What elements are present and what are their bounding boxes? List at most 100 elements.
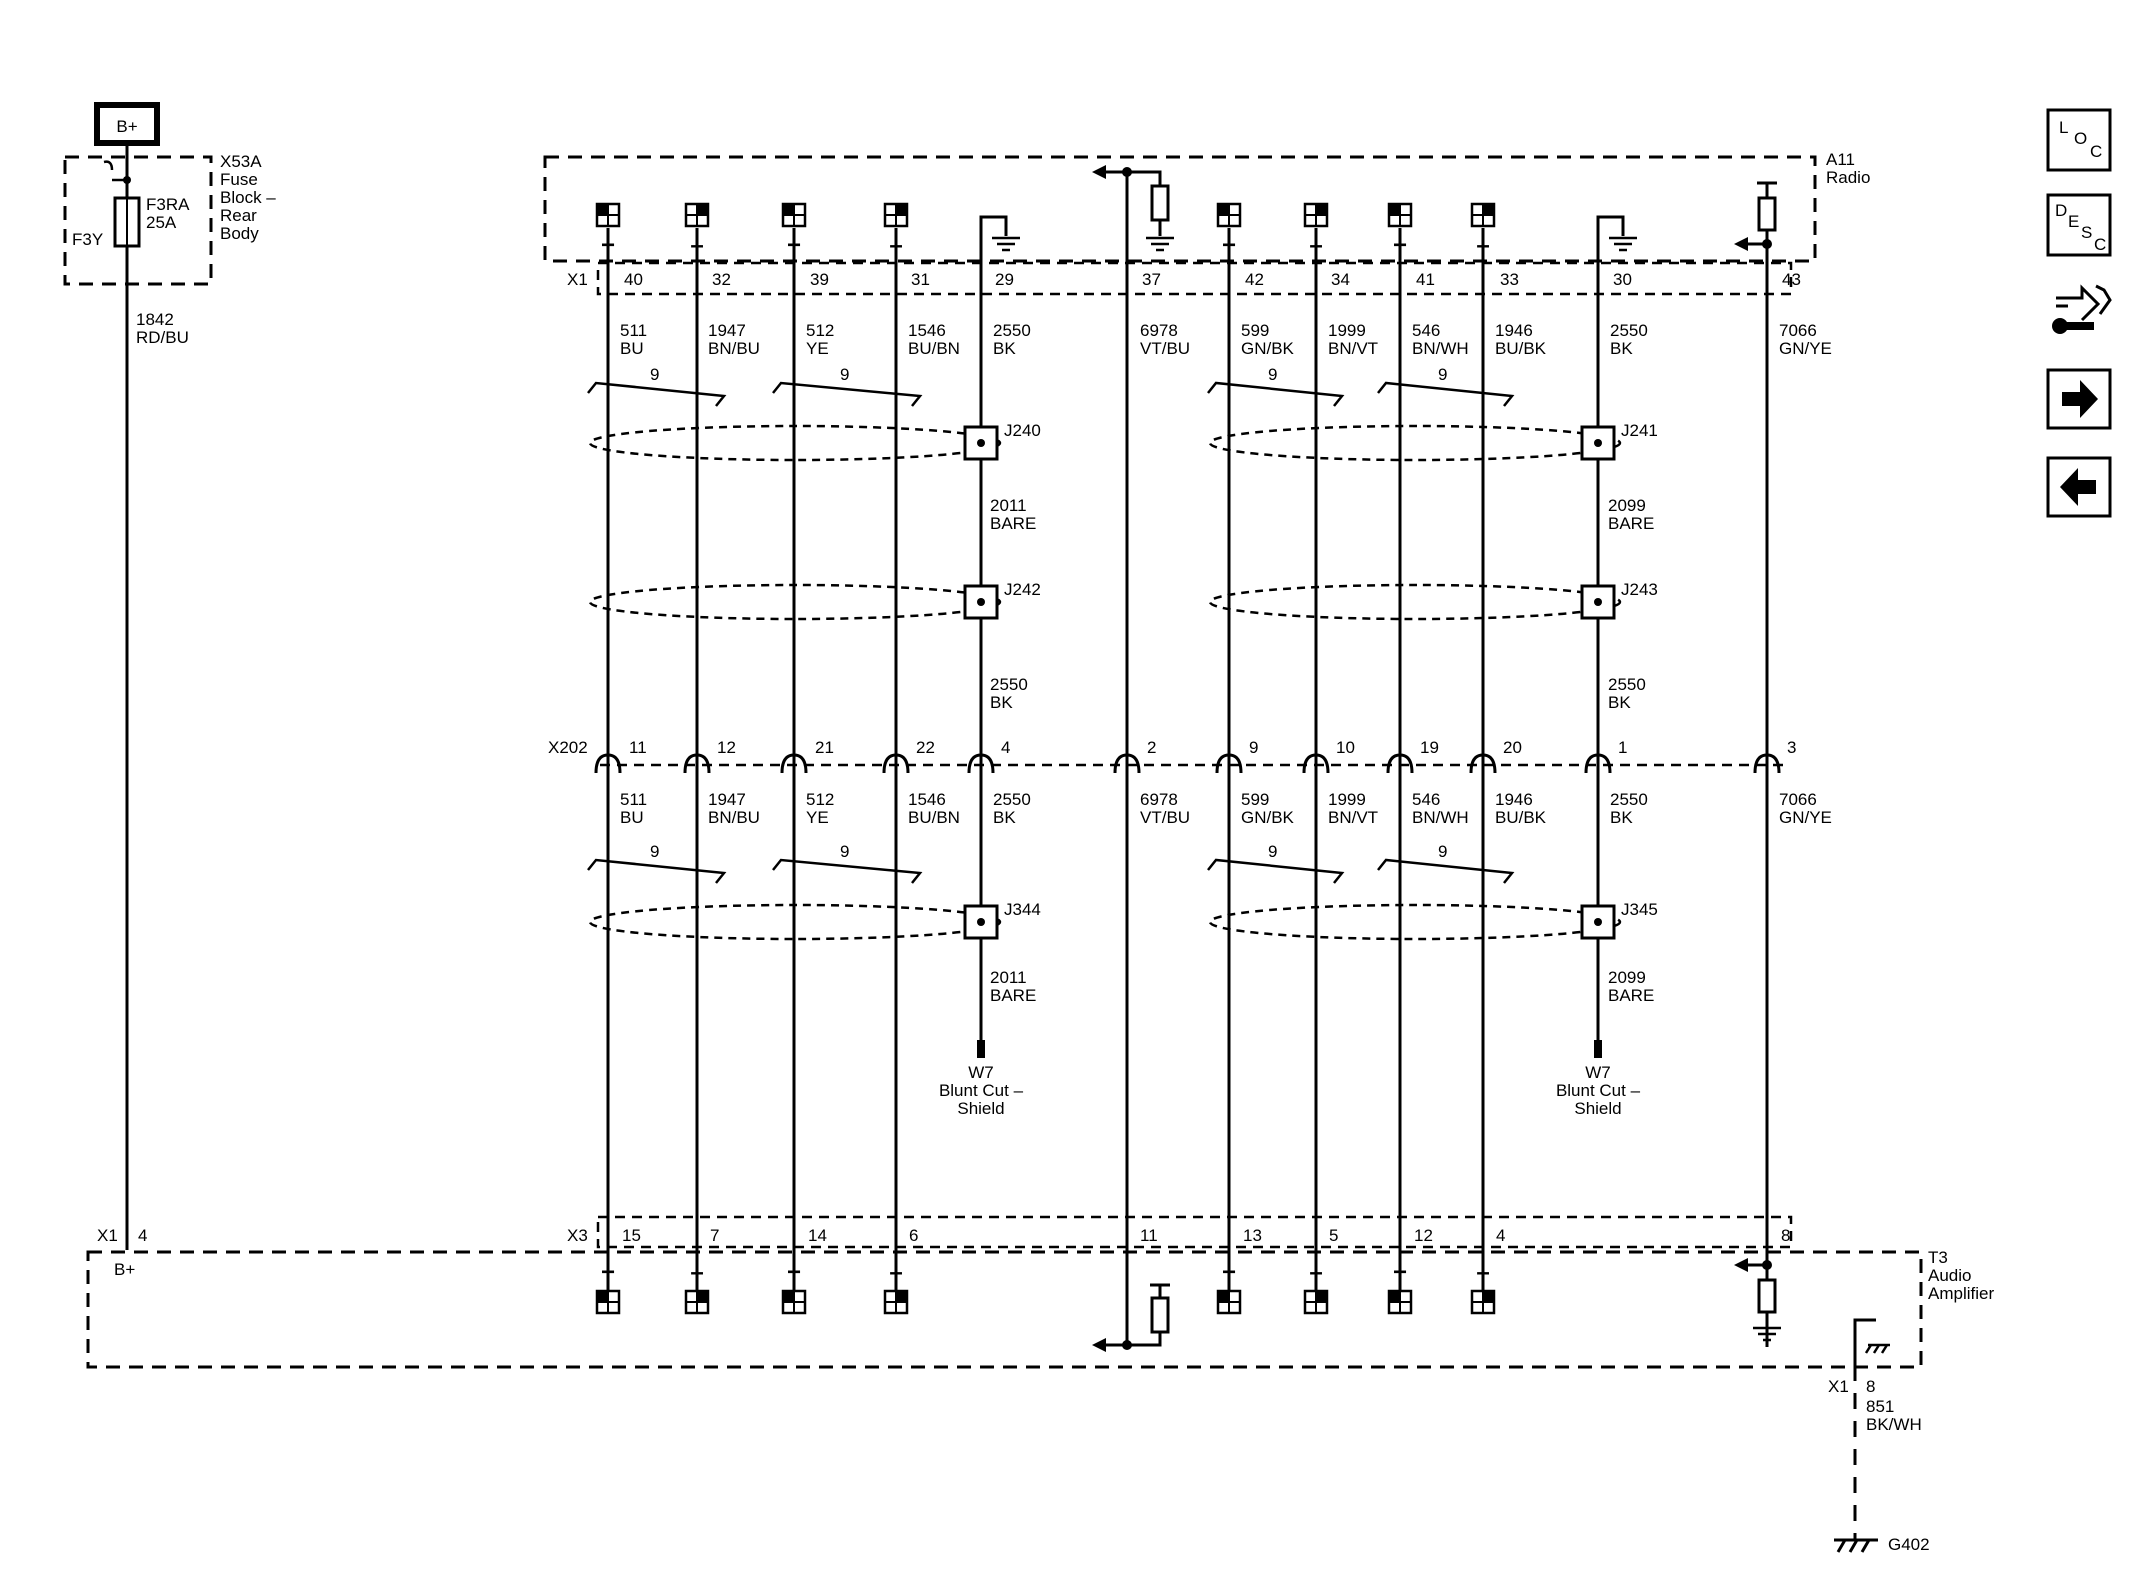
svg-text:9: 9 — [840, 365, 849, 384]
svg-text:42: 42 — [1245, 270, 1264, 289]
fuse-block-title-3: Block – — [220, 188, 276, 207]
amplifier-title-3: Amplifier — [1928, 1284, 1994, 1303]
amplifier-power-connector: X1 — [97, 1226, 118, 1245]
amplifier-speaker-terminals — [595, 1289, 1496, 1315]
svg-text:O: O — [2074, 129, 2087, 148]
svg-text:33: 33 — [1500, 270, 1519, 289]
shield-drain-bottom: 2011 BARE 2099 BARE — [977, 968, 1654, 1058]
splice-j240: J240 — [963, 421, 1041, 461]
svg-text:BK: BK — [993, 808, 1016, 827]
svg-text:22: 22 — [916, 738, 935, 757]
svg-text:2550: 2550 — [1610, 790, 1648, 809]
svg-text:43: 43 — [1782, 270, 1801, 289]
svg-text:+: + — [1222, 1259, 1236, 1286]
svg-text:2550: 2550 — [990, 675, 1028, 694]
fuse-rating-2: 25A — [146, 213, 177, 232]
svg-text:–: – — [1476, 1259, 1489, 1286]
svg-text:J240: J240 — [1004, 421, 1041, 440]
svg-text:8: 8 — [1781, 1226, 1790, 1245]
svg-text:2550: 2550 — [1610, 321, 1648, 340]
amplifier-title-1: T3 — [1928, 1248, 1948, 1267]
ground-wire-circuit: 851 — [1866, 1397, 1894, 1416]
location-icon[interactable]: L O C — [2046, 108, 2112, 172]
svg-text:546: 546 — [1412, 321, 1440, 340]
svg-text:1999: 1999 — [1328, 321, 1366, 340]
svg-text:599: 599 — [1241, 790, 1269, 809]
fuse-rating-1: F3RA — [146, 195, 190, 214]
fuse-block-title-1: X53A — [220, 152, 262, 171]
svg-text:19: 19 — [1420, 738, 1439, 757]
battery-symbol: B+ — [94, 102, 160, 146]
svg-text:+: + — [787, 1259, 801, 1286]
inline-connector-pins: 11 12 21 22 4 2 9 10 19 20 1 3 — [629, 738, 1796, 757]
svg-text:BARE: BARE — [1608, 986, 1654, 1005]
radio-speaker-terminals — [595, 202, 1496, 228]
twist-counts-lower: 9 9 9 9 — [650, 842, 1447, 861]
svg-text:2099: 2099 — [1608, 496, 1646, 515]
svg-text:15: 15 — [622, 1226, 641, 1245]
ground-g402: G402 — [1834, 1535, 1930, 1554]
svg-text:L: L — [2059, 118, 2068, 137]
svg-text:32: 32 — [712, 270, 731, 289]
svg-text:7066: 7066 — [1779, 321, 1817, 340]
shield-ellipses — [588, 424, 1622, 941]
svg-text:D: D — [2055, 201, 2067, 220]
arrow-right-icon[interactable] — [2046, 368, 2112, 430]
ground-connector: X1 — [1828, 1377, 1849, 1396]
fuse-block-title-5: Body — [220, 224, 259, 243]
svg-text:1946: 1946 — [1495, 321, 1533, 340]
svg-text:9: 9 — [1268, 365, 1277, 384]
svg-text:BARE: BARE — [1608, 514, 1654, 533]
svg-text:BK: BK — [1608, 693, 1631, 712]
svg-text:7: 7 — [710, 1226, 719, 1245]
splice-j345: J345 — [1580, 900, 1658, 940]
svg-text:2011: 2011 — [990, 968, 1027, 987]
svg-text:7066: 7066 — [1779, 790, 1817, 809]
ground-wire-color: BK/WH — [1866, 1415, 1922, 1434]
svg-text:4: 4 — [1001, 738, 1010, 757]
svg-text:Blunt Cut –: Blunt Cut – — [1556, 1081, 1641, 1100]
description-icon[interactable]: D E S C — [2046, 193, 2112, 257]
svg-text:J241: J241 — [1621, 421, 1658, 440]
svg-text:Blunt Cut –: Blunt Cut – — [939, 1081, 1024, 1100]
svg-text:GN/YE: GN/YE — [1779, 808, 1832, 827]
svg-text:BN/WH: BN/WH — [1412, 339, 1469, 358]
svg-text:21: 21 — [815, 738, 834, 757]
radio-drain-grounds — [979, 215, 1639, 260]
svg-text:13: 13 — [1243, 1226, 1262, 1245]
svg-text:6978: 6978 — [1140, 790, 1178, 809]
svg-text:BARE: BARE — [990, 514, 1036, 533]
svg-text:1546: 1546 — [908, 790, 946, 809]
battery-label: B+ — [116, 117, 137, 136]
connector-tool-icon[interactable] — [2052, 284, 2112, 334]
svg-text:BN/VT: BN/VT — [1328, 339, 1378, 358]
inline-connector-x202: X202 — [548, 738, 1790, 775]
svg-text:1: 1 — [1618, 738, 1627, 757]
svg-text:14: 14 — [808, 1226, 827, 1245]
svg-text:2550: 2550 — [993, 321, 1031, 340]
svg-text:BU: BU — [620, 808, 644, 827]
amplifier-pin-8-output — [1734, 1258, 1783, 1342]
svg-text:1947: 1947 — [708, 321, 746, 340]
svg-text:C: C — [2090, 142, 2102, 161]
svg-text:BU: BU — [620, 339, 644, 358]
blunt-cut-shield-left: W7 Blunt Cut – Shield — [939, 1063, 1024, 1118]
svg-text:BK: BK — [993, 339, 1016, 358]
fuse-f3ra: F3RA 25A F3Y — [72, 160, 190, 249]
svg-text:BN/VT: BN/VT — [1328, 808, 1378, 827]
svg-text:1546: 1546 — [908, 321, 946, 340]
fuse-block-x53a: X53A Fuse Block – Rear Body — [63, 152, 276, 286]
svg-text:5: 5 — [1329, 1226, 1338, 1245]
svg-text:BU/BK: BU/BK — [1495, 808, 1547, 827]
b-plus-wire-color: RD/BU — [136, 328, 189, 347]
svg-text:9: 9 — [650, 365, 659, 384]
arrow-left-icon[interactable] — [2046, 456, 2112, 518]
radio-polarity-signs: + – + – + – + – — [601, 232, 1490, 259]
fuse-block-title-2: Fuse — [220, 170, 258, 189]
svg-text:2011: 2011 — [990, 496, 1027, 515]
svg-text:12: 12 — [717, 738, 736, 757]
svg-text:39: 39 — [810, 270, 829, 289]
svg-text:1946: 1946 — [1495, 790, 1533, 809]
svg-text:–: – — [1309, 1259, 1322, 1286]
svg-text:W7: W7 — [968, 1063, 994, 1082]
